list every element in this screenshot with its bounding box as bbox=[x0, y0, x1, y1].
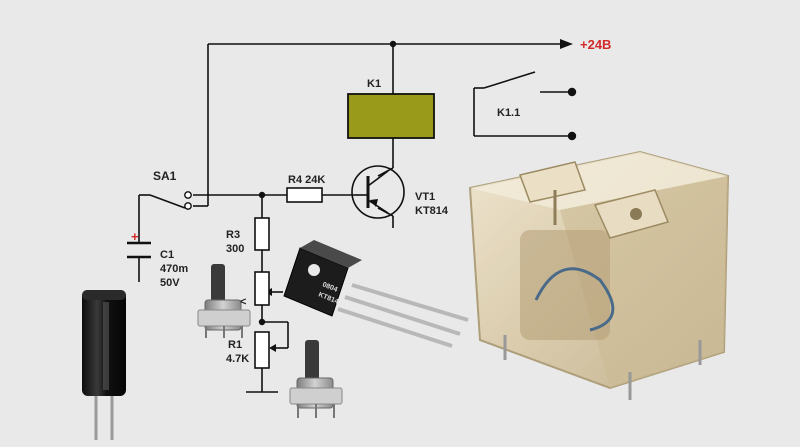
capacitor-plus-mark: + bbox=[131, 229, 139, 244]
capacitor-symbol bbox=[127, 241, 151, 259]
text-labels: +24B K1 K1.1 SA1 R4 24K VT1 KT814 R3 300… bbox=[131, 37, 611, 365]
relay-coil bbox=[347, 93, 435, 139]
r3-value-label: 300 bbox=[226, 243, 244, 255]
transistor-model-label: KT814 bbox=[415, 205, 449, 217]
r1-partial-label: R1 bbox=[228, 339, 242, 351]
c1-volt-label: 50V bbox=[160, 277, 180, 289]
relay-label: K1 bbox=[367, 78, 381, 90]
wires bbox=[138, 39, 573, 393]
resistor-r3 bbox=[254, 217, 270, 251]
potentiometer-photo-2 bbox=[289, 340, 343, 418]
transistor-photo: 0804 KT814 bbox=[283, 240, 469, 348]
c1-name-label: C1 bbox=[160, 249, 174, 261]
potentiometer-upper bbox=[254, 271, 270, 306]
switch-blade bbox=[149, 194, 186, 209]
resistor-r4 bbox=[286, 187, 323, 203]
c1-cap-label: 470m bbox=[160, 263, 188, 275]
r4-label: R4 24K bbox=[288, 174, 325, 186]
supply-label: +24B bbox=[580, 37, 611, 52]
potentiometer-photo bbox=[197, 264, 251, 338]
contact-label: K1.1 bbox=[497, 107, 520, 119]
transistor-symbol bbox=[351, 165, 405, 219]
transistor-name-label: VT1 bbox=[415, 191, 435, 203]
capacitor-photo bbox=[82, 290, 126, 440]
r1-value-label: 4.7K bbox=[226, 353, 249, 365]
pot-partial-label: < bbox=[240, 296, 246, 308]
r3-name-label: R3 bbox=[226, 229, 240, 241]
potentiometer-r1 bbox=[254, 331, 270, 369]
switch-label: SA1 bbox=[153, 169, 177, 183]
relay-photo bbox=[468, 150, 730, 400]
junction-dots bbox=[184, 40, 577, 326]
